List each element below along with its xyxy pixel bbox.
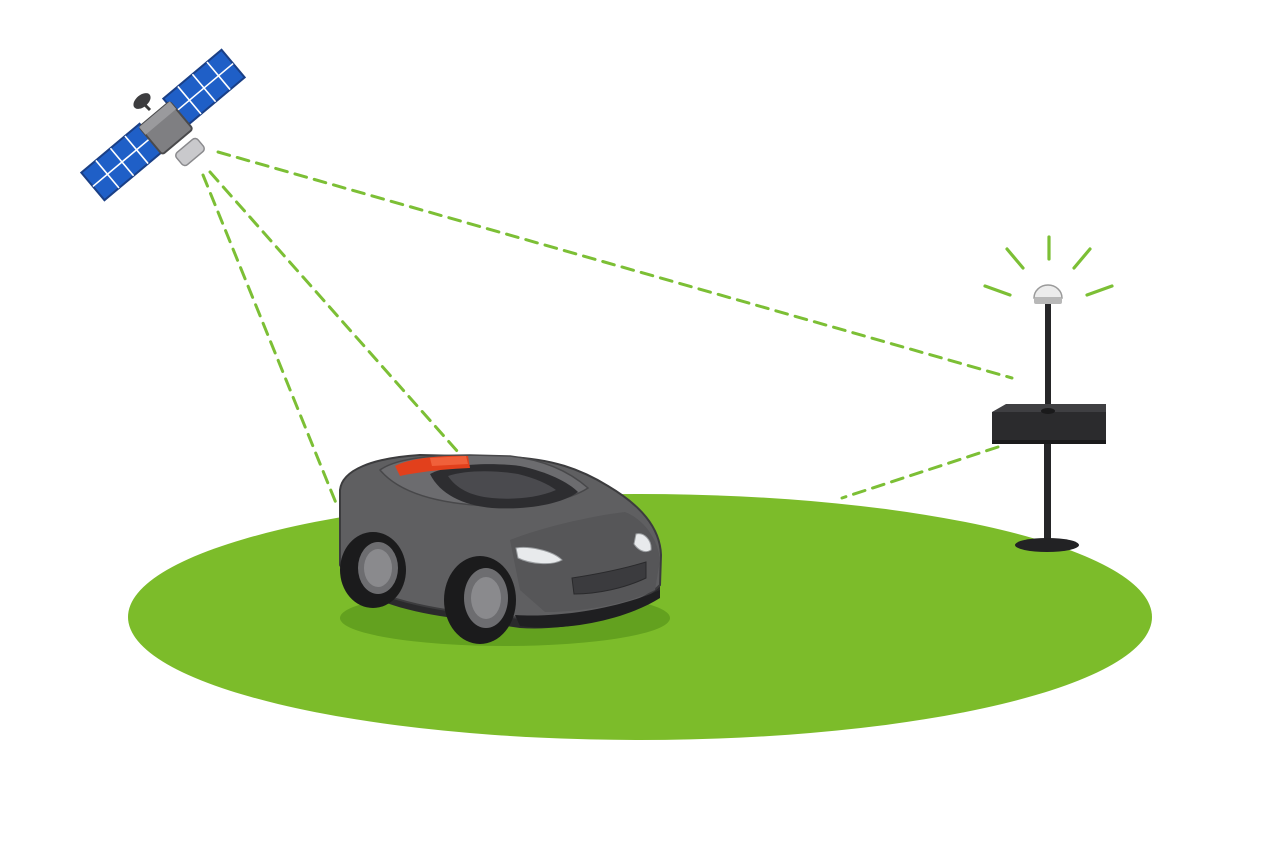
link-satellite-to-mower-left [201, 173, 340, 510]
link-base-to-mower [840, 445, 1000, 500]
broadcast-ray [1072, 247, 1092, 270]
link-satellite-to-base [216, 150, 1014, 380]
broadcast-ray [1085, 284, 1114, 297]
antenna-icon [983, 235, 1114, 552]
broadcast-ray [983, 284, 1012, 297]
headlight [633, 533, 652, 553]
headlight [515, 547, 563, 565]
wheel [444, 556, 516, 644]
signal-links [201, 150, 1014, 510]
link-satellite-to-mower-roof [208, 170, 460, 454]
satellite-icon [79, 48, 247, 202]
broadcast-ray [1005, 247, 1025, 270]
wheel [340, 532, 406, 608]
robot-mower-icon [339, 453, 670, 646]
